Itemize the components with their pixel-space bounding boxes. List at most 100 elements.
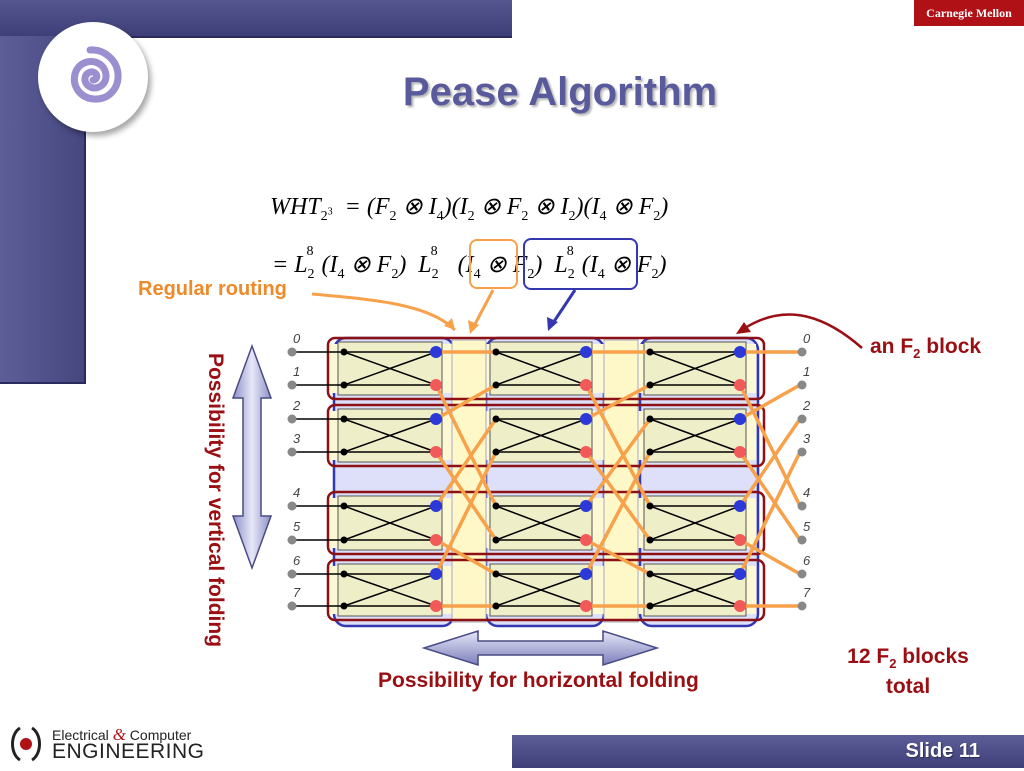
stage-box-arrow — [551, 289, 577, 324]
butterfly-input-node — [646, 536, 654, 544]
ece-logo: Electrical & Computer ENGINEERING — [4, 722, 204, 768]
blue-output-node — [734, 568, 746, 580]
butterfly-input-node — [492, 415, 500, 423]
butterfly-input-node — [492, 381, 500, 389]
regular-routing-arrowhead — [444, 318, 455, 330]
red-output-node — [734, 600, 746, 612]
butterfly-input-node — [340, 536, 348, 544]
footer-bar: Slide 11 — [512, 735, 1024, 768]
butterfly-input-node — [340, 381, 348, 389]
input-node — [287, 347, 297, 357]
slide-number: Slide 11 — [905, 740, 981, 762]
input-index-label: 5 — [293, 519, 301, 534]
horizontal-folding-label: Possibility for horizontal folding — [378, 669, 699, 692]
routing-highlight-box — [469, 239, 518, 289]
blue-output-node — [734, 346, 746, 358]
butterfly-wire — [495, 573, 587, 607]
butterfly-wire — [495, 351, 587, 386]
output-node — [797, 347, 807, 357]
butterfly-input-node — [492, 502, 500, 510]
ece-line-1: Electrical & Computer — [52, 725, 192, 744]
routing-wire — [738, 450, 802, 542]
f2-block-outline — [326, 336, 766, 401]
routing-wire — [584, 383, 652, 508]
input-index-label: 0 — [293, 331, 301, 346]
butterfly-input-node — [340, 348, 348, 356]
routing-wire — [434, 538, 498, 576]
butterfly-input-node — [646, 602, 654, 610]
spiral-icon — [70, 46, 122, 103]
output-index-label: 3 — [803, 431, 811, 446]
butterfly-input-node — [646, 381, 654, 389]
red-output-node — [580, 534, 592, 546]
output-node — [797, 535, 807, 545]
red-output-node — [734, 379, 746, 391]
butterfly-input-node — [646, 348, 654, 356]
output-node — [797, 569, 807, 579]
routing-wire — [434, 417, 498, 508]
routing-wire — [584, 450, 652, 542]
input-index-label: 1 — [293, 364, 300, 379]
horizontal-folding-arrow — [421, 629, 660, 667]
output-index-label: 2 — [802, 398, 811, 413]
red-output-node — [430, 446, 442, 458]
input-index-label: 6 — [293, 553, 301, 568]
ece-line-2: ENGINEERING — [52, 740, 205, 763]
butterfly-wire — [649, 573, 741, 607]
output-index-label: 1 — [803, 364, 810, 379]
red-output-node — [734, 446, 746, 458]
spiral-logo — [38, 22, 148, 132]
blue-output-node — [734, 500, 746, 512]
blue-output-node — [430, 413, 442, 425]
red-output-node — [580, 379, 592, 391]
routing-wire — [434, 383, 498, 508]
butterfly-input-node — [492, 602, 500, 610]
red-output-node — [430, 600, 442, 612]
routing-wire — [434, 450, 498, 576]
input-index-label: 2 — [292, 398, 301, 413]
output-index-label: 7 — [803, 585, 811, 600]
red-output-node — [430, 534, 442, 546]
input-index-label: 7 — [293, 585, 301, 600]
routing-wire — [738, 383, 802, 508]
output-node — [797, 414, 807, 424]
input-node — [287, 535, 297, 545]
butterfly-input-node — [492, 348, 500, 356]
butterfly-input-node — [492, 536, 500, 544]
red-output-node — [430, 379, 442, 391]
routing-wire — [584, 450, 652, 576]
routing-wire — [434, 450, 498, 542]
butterfly-wire — [495, 418, 587, 453]
blue-output-node — [430, 346, 442, 358]
input-node — [287, 414, 297, 424]
equation-line-1: WHT23 = (F2 ⊗ I4)(I2 ⊗ F2 ⊗ I2)(I4 ⊗ F2) — [270, 194, 669, 224]
blue-output-node — [580, 413, 592, 425]
vertical-folding-arrow — [231, 343, 273, 571]
blocks-total-label: 12 F2 blocks total — [847, 645, 969, 699]
input-node — [287, 447, 297, 457]
butterfly-input-node — [646, 502, 654, 510]
output-index-label: 6 — [803, 553, 811, 568]
f2-block-arrow — [744, 313, 863, 349]
regular-routing-arrow — [311, 292, 457, 332]
routing-wire — [584, 538, 652, 576]
routing-wire — [584, 383, 652, 421]
output-node — [797, 601, 807, 611]
ece-emblem-icon — [11, 726, 41, 762]
red-output-node — [580, 446, 592, 458]
butterfly-input-node — [340, 570, 348, 578]
butterfly-input-node — [340, 502, 348, 510]
blue-output-node — [430, 500, 442, 512]
butterfly-wire — [343, 505, 437, 541]
routing-box-arrow — [472, 289, 495, 327]
butterfly-input-node — [492, 570, 500, 578]
routing-wire — [434, 383, 498, 421]
routing-column — [603, 339, 639, 623]
routing-wire — [738, 417, 802, 508]
stage-box-arrowhead — [547, 317, 558, 331]
blue-output-node — [580, 500, 592, 512]
blue-output-node — [580, 346, 592, 358]
butterfly-wire — [343, 573, 437, 607]
butterfly-wire — [649, 418, 741, 453]
